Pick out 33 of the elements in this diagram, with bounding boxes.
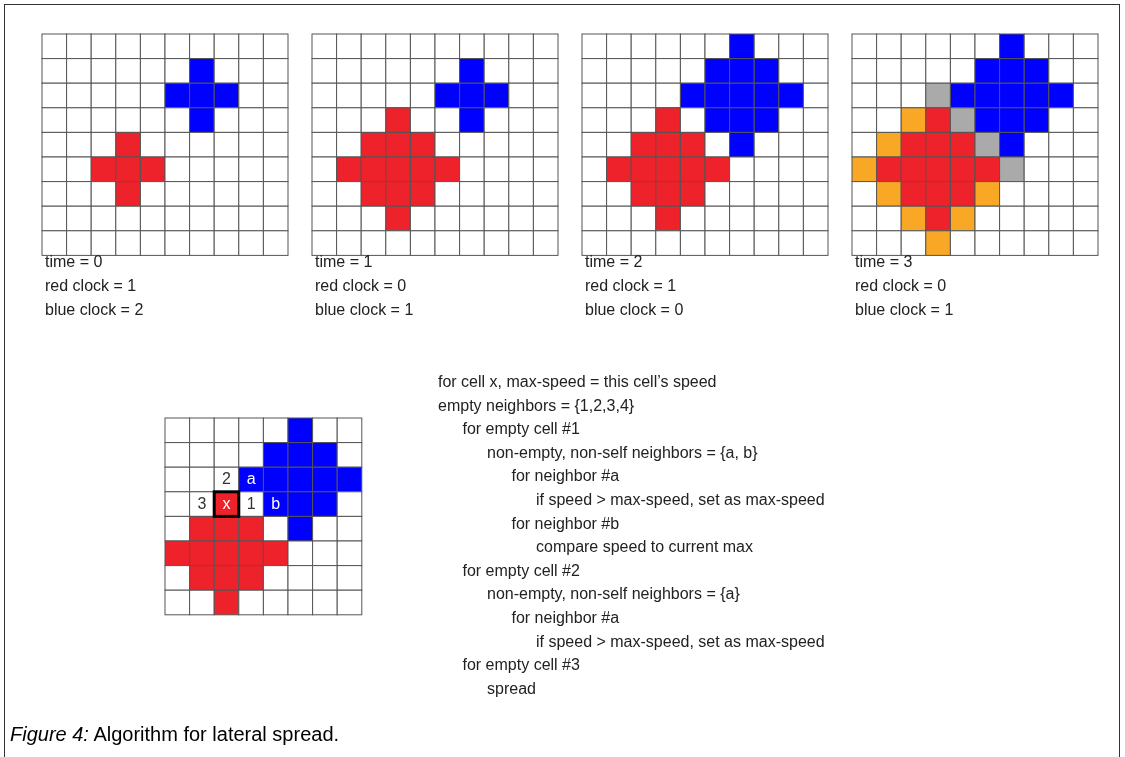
time-label: time = 1 — [315, 252, 373, 272]
clock-label: red clock = 1 — [45, 276, 137, 296]
clock-label: blue clock = 1 — [855, 300, 954, 320]
cell-label: x — [221, 493, 232, 514]
code-line: for neighbor #a — [511, 466, 620, 487]
code-line: empty neighbors = {1,2,3,4} — [438, 395, 635, 416]
code-line: non-empty, non-self neighbors = {a} — [487, 584, 740, 605]
clock-label: blue clock = 0 — [585, 300, 684, 320]
clock-label: blue clock = 2 — [45, 300, 144, 320]
cell-label: 1 — [245, 493, 257, 514]
code-line: compare speed to current max — [536, 537, 753, 558]
code-line: if speed > max-speed, set as max-speed — [536, 490, 825, 510]
code-line: for empty cell #3 — [462, 655, 580, 676]
figure-caption: Figure 4: Algorithm for lateral spread. — [10, 722, 340, 746]
code-line: for empty cell #1 — [462, 419, 580, 440]
code-line: if speed > max-speed, set as max-speed — [536, 631, 825, 652]
time-label: time = 2 — [585, 252, 643, 272]
code-line: for cell x, max-speed = this cell’s speed — [438, 372, 717, 392]
cell-label: b — [270, 493, 282, 514]
code-line: for neighbor #a — [511, 608, 620, 628]
cell-label: 3 — [196, 493, 208, 514]
code-line: for empty cell #2 — [462, 560, 580, 581]
time-label: time = 3 — [855, 252, 913, 272]
clock-label: red clock = 0 — [315, 276, 407, 296]
code-line: spread — [487, 678, 536, 699]
cell-label: a — [245, 469, 257, 490]
code-line: non-empty, non-self neighbors = {a, b} — [487, 442, 758, 463]
code-line: for neighbor #b — [511, 513, 620, 534]
time-label: time = 0 — [45, 252, 103, 272]
clock-label: blue clock = 1 — [315, 300, 414, 320]
cell-label: 2 — [221, 469, 232, 490]
clock-label: red clock = 0 — [855, 276, 947, 296]
clock-label: red clock = 1 — [585, 276, 677, 296]
